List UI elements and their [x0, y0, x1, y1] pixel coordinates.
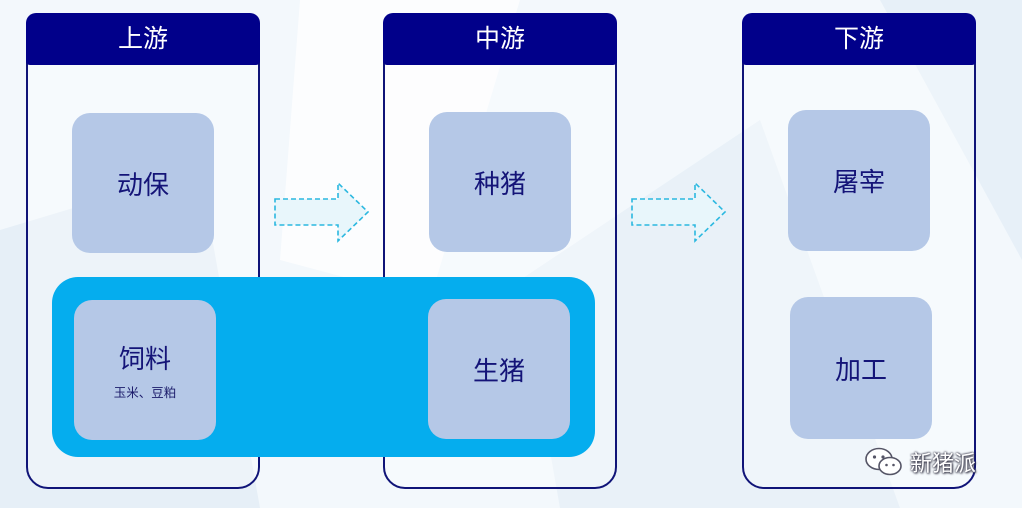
node-label: 饲料	[118, 345, 171, 375]
dashed-right-arrow-icon	[274, 181, 370, 243]
node-live-pig: 生猪	[428, 299, 570, 439]
node-breeding-pig: 种猪	[429, 112, 571, 252]
node-label: 屠宰	[832, 168, 885, 198]
watermark: 新猪派	[864, 444, 976, 480]
node-sublabel: 玉米、豆粕	[113, 385, 177, 400]
node-slaughter: 屠宰	[788, 110, 930, 251]
node-animal-health: 动保	[72, 113, 214, 253]
node-processing: 加工	[790, 297, 932, 439]
wechat-icon	[865, 447, 902, 476]
node-label: 生猪	[472, 356, 525, 387]
node-label: 种猪	[473, 169, 526, 200]
node-feed: 饲料 玉米、豆粕	[74, 300, 216, 440]
node-label: 加工	[834, 355, 887, 386]
dashed-right-arrow-icon	[631, 181, 727, 243]
header-downstream: 下游	[742, 13, 976, 65]
header-midstream: 中游	[383, 13, 617, 65]
node-label: 动保	[116, 170, 169, 201]
header-upstream: 上游	[26, 13, 260, 65]
watermark-text: 新猪派	[910, 452, 977, 477]
